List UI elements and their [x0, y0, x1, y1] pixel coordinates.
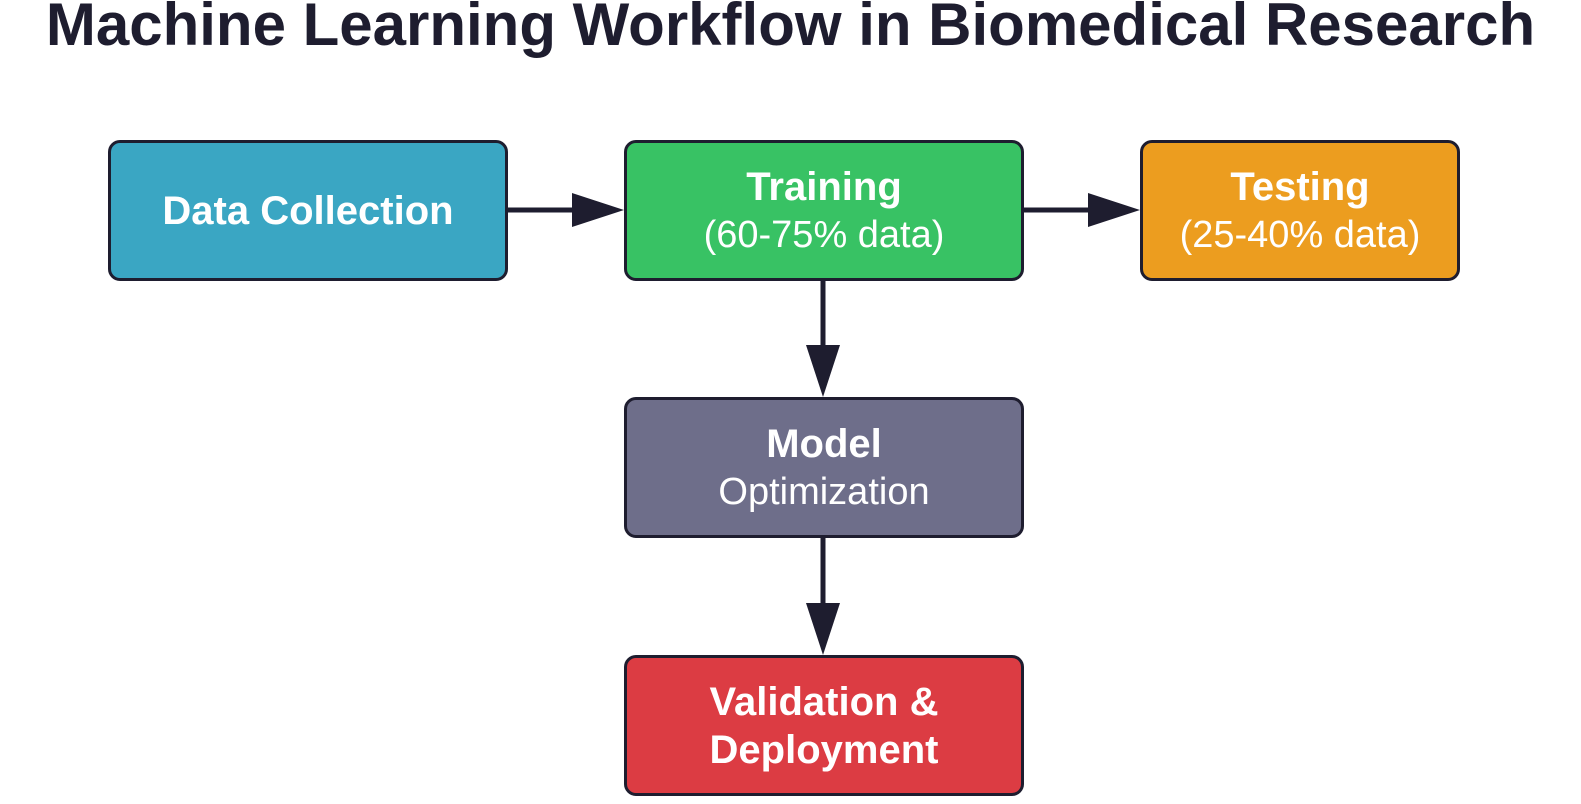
arrowhead	[806, 345, 840, 397]
node-validation-deployment-line2: Deployment	[709, 727, 939, 772]
arrowhead	[572, 193, 624, 227]
node-training-title: Training	[746, 164, 902, 209]
node-training-subtitle: (60-75% data)	[703, 213, 945, 256]
diagram-title: Machine Learning Workflow in Biomedical …	[45, 0, 1536, 58]
node-testing-subtitle: (25-40% data)	[1179, 213, 1421, 256]
edge-training-to-testing	[1024, 193, 1140, 227]
node-data-collection-label: Data Collection	[162, 188, 454, 233]
edge-data-collection-to-training	[508, 193, 624, 227]
node-data-collection: Data Collection	[108, 140, 508, 281]
edge-model-optimization-to-validation	[806, 538, 840, 655]
arrowhead	[1088, 193, 1140, 227]
node-validation-deployment-line1: Validation &	[709, 679, 939, 724]
node-validation-deployment: Validation & Deployment	[624, 655, 1024, 796]
node-testing: Testing (25-40% data)	[1140, 140, 1460, 281]
edge-training-to-model-optimization	[806, 281, 840, 397]
node-model-optimization-subtitle: Optimization	[718, 470, 930, 513]
node-training: Training (60-75% data)	[624, 140, 1024, 281]
node-model-optimization: Model Optimization	[624, 397, 1024, 538]
node-testing-title: Testing	[1230, 164, 1370, 209]
node-model-optimization-title: Model	[766, 421, 882, 466]
arrowhead	[806, 603, 840, 655]
